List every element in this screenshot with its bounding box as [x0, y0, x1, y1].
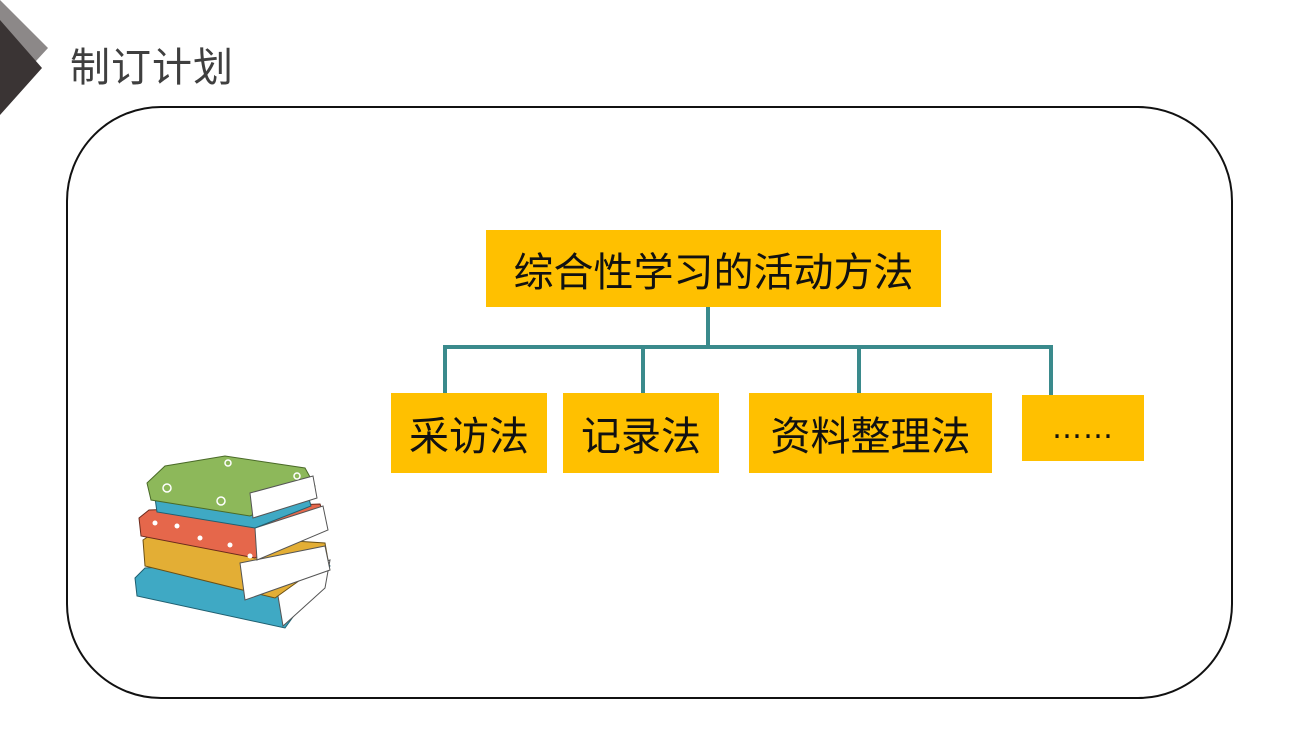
child-node-interview: 采访法: [391, 393, 547, 473]
content-frame: [66, 106, 1233, 699]
child-node-material-organize: 资料整理法: [749, 393, 992, 473]
child-node-more: ……: [1022, 395, 1144, 461]
root-node: 综合性学习的活动方法: [486, 230, 941, 307]
child-node-label: 资料整理法: [770, 414, 971, 460]
corner-chevron-icon: [0, 0, 48, 115]
child-node-label: 记录法: [581, 414, 701, 460]
root-node-label: 综合性学习的活动方法: [513, 249, 914, 296]
child-node-record: 记录法: [563, 393, 719, 473]
child-node-label: 采访法: [409, 414, 529, 460]
page-title: 制订计划: [70, 45, 234, 91]
stack-of-books-icon: [134, 455, 331, 629]
child-node-label: ……: [1052, 410, 1114, 446]
